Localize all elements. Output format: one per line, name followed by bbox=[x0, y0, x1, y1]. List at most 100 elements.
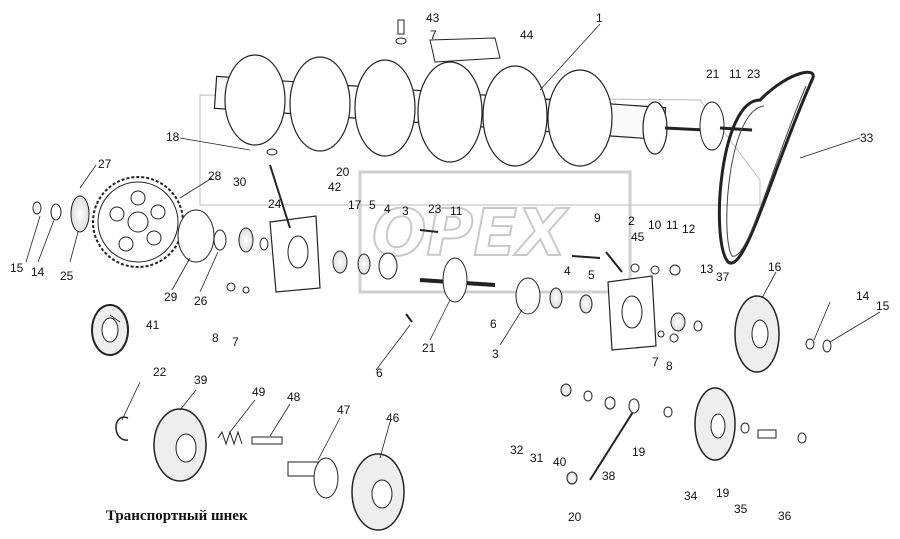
stud-45 bbox=[605, 251, 623, 273]
housing-bore-left bbox=[287, 235, 309, 269]
housing-bore-right bbox=[621, 295, 643, 329]
label-29: 29 bbox=[164, 290, 178, 304]
washer-31 bbox=[583, 390, 593, 402]
label-40: 40 bbox=[553, 455, 567, 469]
label-20b: 20 bbox=[568, 510, 582, 524]
label-21b: 21 bbox=[422, 341, 436, 355]
washer-36 bbox=[797, 432, 807, 444]
washer-14b bbox=[805, 338, 815, 350]
nut-20b bbox=[566, 471, 578, 485]
washer-37 bbox=[693, 320, 703, 332]
washer-7b bbox=[242, 286, 250, 294]
label-3b: 3 bbox=[492, 347, 499, 361]
label-17: 17 bbox=[348, 198, 362, 212]
sprocket-hub bbox=[70, 195, 90, 233]
label-14a: 14 bbox=[31, 265, 45, 279]
label-19b: 19 bbox=[716, 486, 730, 500]
label-35: 35 bbox=[734, 502, 748, 516]
nut-12 bbox=[669, 264, 681, 276]
label-30: 30 bbox=[233, 175, 247, 189]
label-46: 46 bbox=[386, 411, 400, 425]
label-18: 18 bbox=[166, 130, 180, 144]
ring-19b bbox=[740, 422, 750, 434]
washer-40 bbox=[604, 396, 616, 410]
label-28: 28 bbox=[208, 169, 222, 183]
spring-49 bbox=[217, 430, 243, 446]
washer-10 bbox=[630, 263, 640, 273]
label-4b: 4 bbox=[564, 264, 571, 278]
top-washer bbox=[395, 37, 407, 45]
label-20a: 20 bbox=[336, 165, 350, 179]
label-31: 31 bbox=[530, 451, 544, 465]
pin-48 bbox=[251, 436, 283, 445]
label-16: 16 bbox=[768, 260, 782, 274]
label-27: 27 bbox=[98, 157, 112, 171]
label-6b: 6 bbox=[376, 366, 383, 380]
nut-32 bbox=[560, 383, 572, 397]
label-15b: 15 bbox=[876, 299, 890, 313]
rod-38 bbox=[589, 403, 639, 481]
washer-11c bbox=[650, 265, 660, 275]
sprocket-gear bbox=[92, 176, 184, 268]
label-22: 22 bbox=[153, 365, 167, 379]
cover-3b bbox=[515, 277, 541, 315]
label-42: 42 bbox=[328, 180, 342, 194]
label-7b: 7 bbox=[232, 335, 239, 349]
pulley-16-hub bbox=[751, 319, 769, 349]
label-48: 48 bbox=[287, 390, 301, 404]
label-13: 13 bbox=[700, 262, 714, 276]
label-5b: 5 bbox=[588, 268, 595, 282]
label-44: 44 bbox=[520, 28, 534, 42]
clutch-plate bbox=[177, 209, 215, 263]
pulley-34-hub bbox=[710, 413, 726, 439]
hub-nut bbox=[32, 201, 42, 215]
watermark-text: OPEX bbox=[372, 197, 569, 271]
small-sprocket bbox=[332, 250, 348, 274]
bearing-4b bbox=[549, 287, 563, 309]
label-14b: 14 bbox=[856, 289, 870, 303]
bearing-4a bbox=[357, 253, 371, 275]
label-10: 10 bbox=[648, 218, 662, 232]
snap-ring bbox=[115, 416, 129, 441]
label-8b: 8 bbox=[666, 359, 673, 373]
leader-lines bbox=[25, 23, 881, 461]
cover-3a bbox=[378, 252, 398, 280]
sprocket-5b bbox=[579, 294, 593, 314]
label-34: 34 bbox=[684, 489, 698, 503]
washer-20a bbox=[266, 148, 278, 156]
label-23a: 23 bbox=[747, 67, 761, 81]
seal-ring bbox=[259, 237, 269, 251]
label-2: 2 bbox=[628, 214, 635, 228]
label-7c: 7 bbox=[652, 355, 659, 369]
label-12: 12 bbox=[682, 222, 696, 236]
nut-15b bbox=[822, 339, 832, 353]
label-47: 47 bbox=[337, 403, 351, 417]
label-6a: 6 bbox=[490, 317, 497, 331]
bolt-23b bbox=[419, 229, 439, 233]
top-bolt bbox=[397, 19, 405, 35]
nut-8b bbox=[669, 333, 679, 343]
label-25: 25 bbox=[60, 269, 74, 283]
top-bracket bbox=[429, 37, 501, 63]
diagram-caption: Транспортный шнек bbox=[106, 508, 248, 524]
flange-right bbox=[699, 101, 725, 151]
label-33: 33 bbox=[860, 131, 874, 145]
ring-19a bbox=[663, 406, 673, 418]
hub-washer bbox=[50, 203, 62, 221]
label-15a: 15 bbox=[10, 261, 24, 275]
label-1: 1 bbox=[596, 11, 603, 25]
spacer-13 bbox=[670, 312, 686, 332]
clutch-ring bbox=[213, 229, 227, 251]
label-11c: 11 bbox=[666, 218, 679, 232]
stud-42 bbox=[269, 164, 291, 229]
label-4a: 4 bbox=[384, 202, 391, 216]
rod-eye bbox=[628, 398, 640, 414]
label-7a: 7 bbox=[430, 28, 437, 42]
label-23b: 23 bbox=[428, 202, 442, 216]
label-5a: 5 bbox=[369, 198, 376, 212]
drive-belt bbox=[717, 70, 815, 265]
screw-6a bbox=[405, 313, 413, 323]
nut-8a bbox=[226, 282, 236, 292]
